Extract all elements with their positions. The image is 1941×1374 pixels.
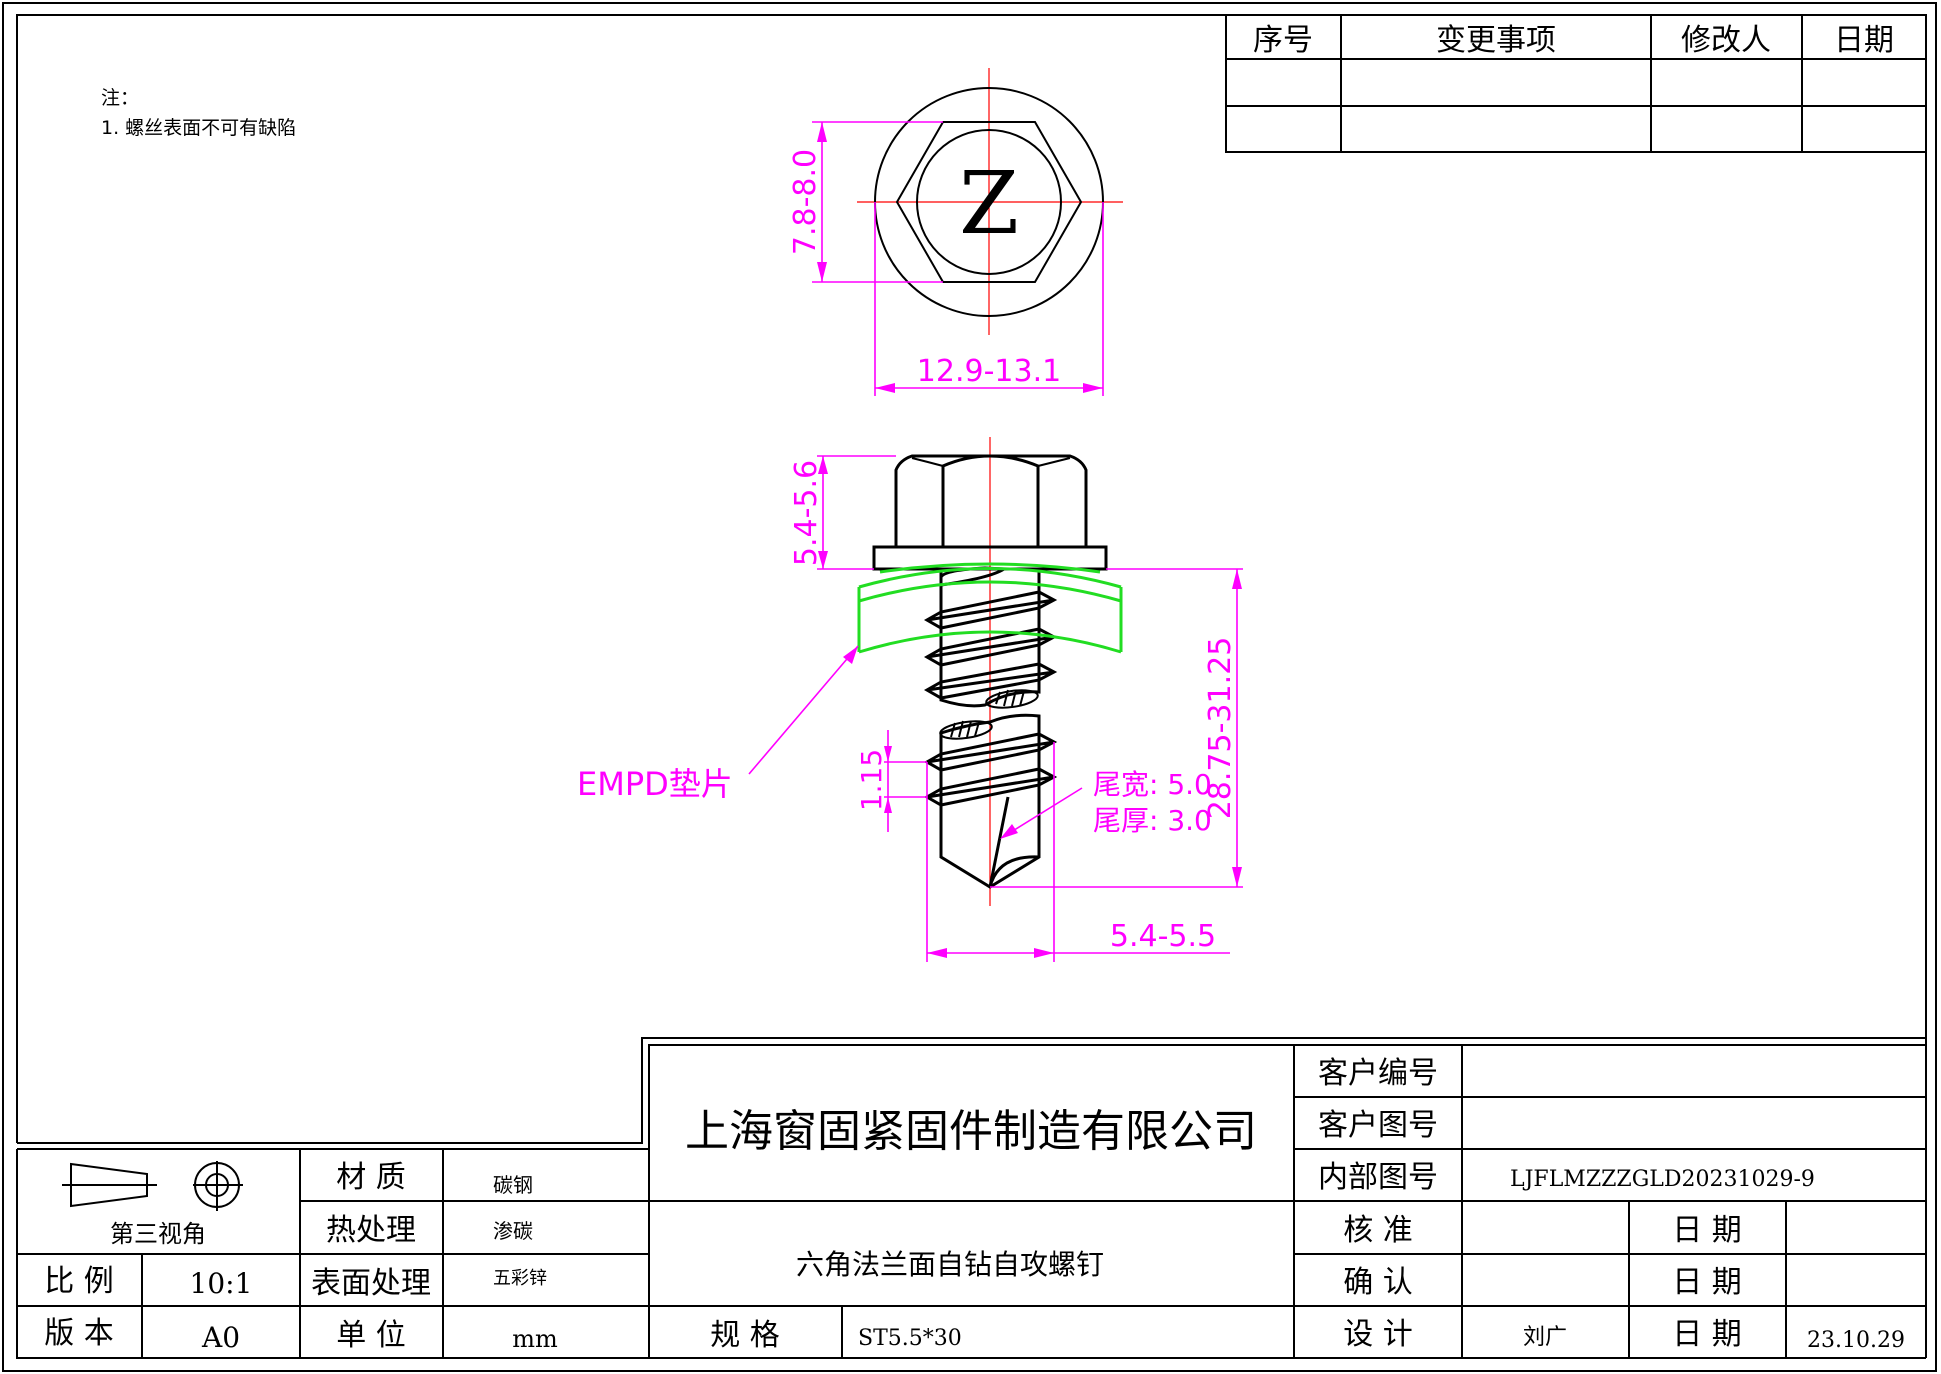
revision-header-editor: 修改人 bbox=[1681, 23, 1771, 58]
revision-header-no: 序号 bbox=[1253, 23, 1313, 58]
empd-washer bbox=[857, 562, 1123, 654]
top-view: Z 7.8-8.0 12.9-13.1 bbox=[788, 68, 1123, 396]
customer-no-label: 客户编号 bbox=[1318, 1056, 1438, 1091]
dim-hex-across-flats: 7.8-8.0 bbox=[788, 149, 823, 255]
unit-value: mm bbox=[512, 1325, 558, 1353]
version-label: 版 本 bbox=[44, 1316, 114, 1351]
tail-width-label: 尾宽: 5.0 bbox=[1093, 768, 1212, 801]
customer-drawing-label: 客户图号 bbox=[1318, 1108, 1438, 1143]
dim-flange-diameter: 12.9-13.1 bbox=[917, 354, 1061, 389]
scale-value: 10:1 bbox=[190, 1267, 253, 1300]
spec-value: ST5.5*30 bbox=[858, 1326, 962, 1351]
design-value: 刘广 bbox=[1523, 1325, 1567, 1350]
tail-thickness-label: 尾厚: 3.0 bbox=[1093, 804, 1212, 837]
scale-label: 比 例 bbox=[44, 1264, 114, 1299]
washer-label: EMPD垫片 bbox=[577, 765, 733, 803]
projection-label: 第三视角 bbox=[110, 1220, 206, 1248]
part-name: 六角法兰面自钻自攻螺钉 bbox=[796, 1248, 1104, 1281]
material-label: 材 质 bbox=[336, 1160, 406, 1195]
material-value: 碳钢 bbox=[493, 1173, 533, 1197]
confirm-date-label: 日 期 bbox=[1672, 1265, 1742, 1300]
head-mark: Z bbox=[959, 154, 1019, 254]
dim-thread-diameter: 5.4-5.5 bbox=[1110, 919, 1216, 954]
approve-label: 核 准 bbox=[1343, 1213, 1413, 1248]
dim-length: 28.75-31.25 bbox=[1203, 637, 1238, 820]
confirm-label: 确 认 bbox=[1343, 1265, 1413, 1300]
notes-title: 注： bbox=[101, 87, 139, 109]
internal-drawing-value: LJFLMZZZGLD20231029-9 bbox=[1510, 1167, 1815, 1192]
notes: 注： 1. 螺丝表面不可有缺陷 bbox=[101, 87, 296, 139]
surface-treatment-label: 表面处理 bbox=[311, 1266, 431, 1301]
heat-treatment-label: 热处理 bbox=[326, 1213, 416, 1248]
dim-thread-pitch: 1.15 bbox=[855, 749, 888, 811]
unit-label: 单 位 bbox=[336, 1318, 406, 1353]
side-view: 5.4-5.6 28.75-31.25 5.4-5.5 1.15 尾宽: 5.0… bbox=[577, 437, 1243, 962]
heat-treatment-value: 渗碳 bbox=[493, 1219, 533, 1243]
note-item: 1. 螺丝表面不可有缺陷 bbox=[101, 117, 296, 139]
revision-header-change: 变更事项 bbox=[1436, 23, 1556, 58]
title-block: 第三视角 材 质 碳钢 热处理 渗碳 比 例 10:1 表面处理 五彩锌 版 本… bbox=[16, 1044, 1926, 1359]
surface-treatment-value: 五彩锌 bbox=[493, 1268, 547, 1289]
version-value: A0 bbox=[201, 1321, 240, 1354]
company-name: 上海窗固紧固件制造有限公司 bbox=[685, 1106, 1257, 1157]
design-date-label: 日 期 bbox=[1672, 1317, 1742, 1352]
approve-date-label: 日 期 bbox=[1672, 1213, 1742, 1248]
third-angle-projection-icon bbox=[62, 1161, 243, 1211]
design-date-value: 23.10.29 bbox=[1807, 1328, 1905, 1353]
inner-frame bbox=[16, 14, 1927, 1358]
revision-table: 序号 变更事项 修改人 日期 bbox=[1225, 15, 1926, 153]
dim-head-height: 5.4-5.6 bbox=[789, 460, 824, 566]
internal-drawing-label: 内部图号 bbox=[1318, 1160, 1438, 1195]
spec-label: 规 格 bbox=[710, 1318, 780, 1353]
design-label: 设 计 bbox=[1343, 1317, 1413, 1352]
revision-header-date: 日期 bbox=[1834, 23, 1894, 58]
